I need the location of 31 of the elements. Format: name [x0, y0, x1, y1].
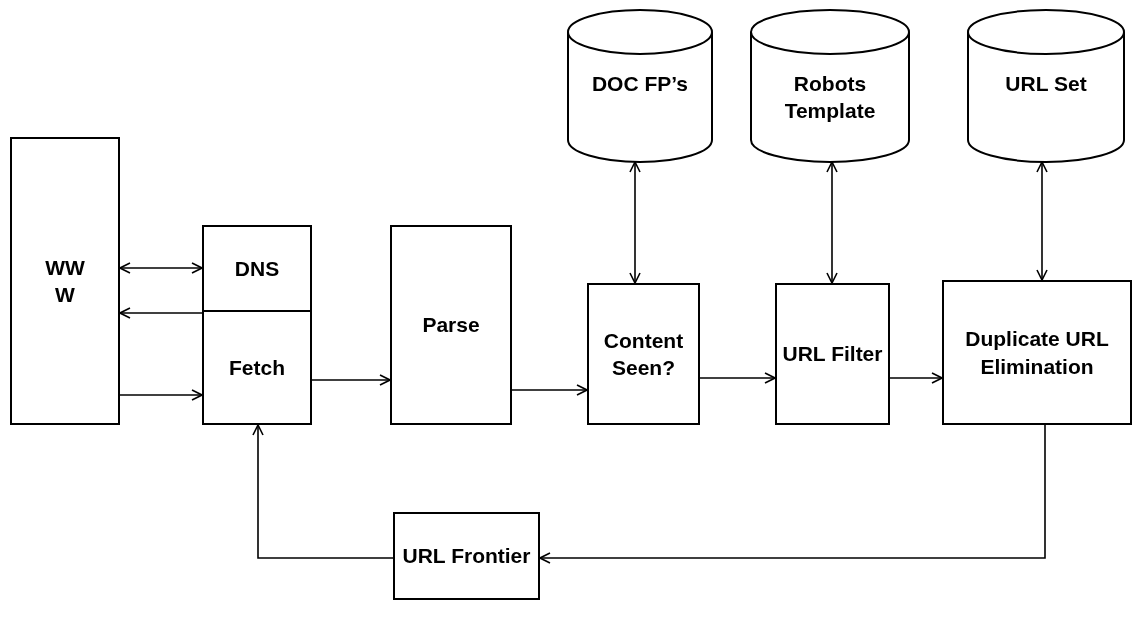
arrow [119, 389, 203, 401]
process-box [202, 225, 312, 313]
node-label: Duplicate URL Elimination [964, 326, 1110, 380]
node-label: Content Seen? [602, 327, 685, 381]
node-label: URL Frontier [402, 543, 531, 570]
arrow [252, 424, 394, 559]
node-label: DNS [234, 256, 280, 283]
process-box [390, 225, 512, 425]
node-label: URL Set [1004, 71, 1088, 97]
arrow [889, 372, 943, 384]
arrow [826, 161, 838, 284]
arrow [311, 374, 391, 386]
arrow [511, 384, 588, 396]
process-box [10, 137, 120, 425]
process-box [775, 283, 890, 425]
node-label: DOC FP’s [590, 71, 690, 97]
node-label: Parse [422, 312, 480, 339]
process-box [393, 512, 540, 600]
node-label: URL Filter [782, 341, 883, 368]
arrow [119, 307, 203, 319]
arrow [629, 161, 641, 284]
arrow [539, 424, 1046, 564]
node-label: Fetch [229, 354, 285, 381]
arrow [1036, 161, 1048, 281]
node-label: Robots Template [783, 71, 877, 125]
process-box [942, 280, 1132, 425]
process-box [587, 283, 700, 425]
arrow [119, 262, 203, 274]
node-label: WWW [44, 254, 86, 308]
arrow [699, 372, 776, 384]
process-box [202, 310, 312, 425]
